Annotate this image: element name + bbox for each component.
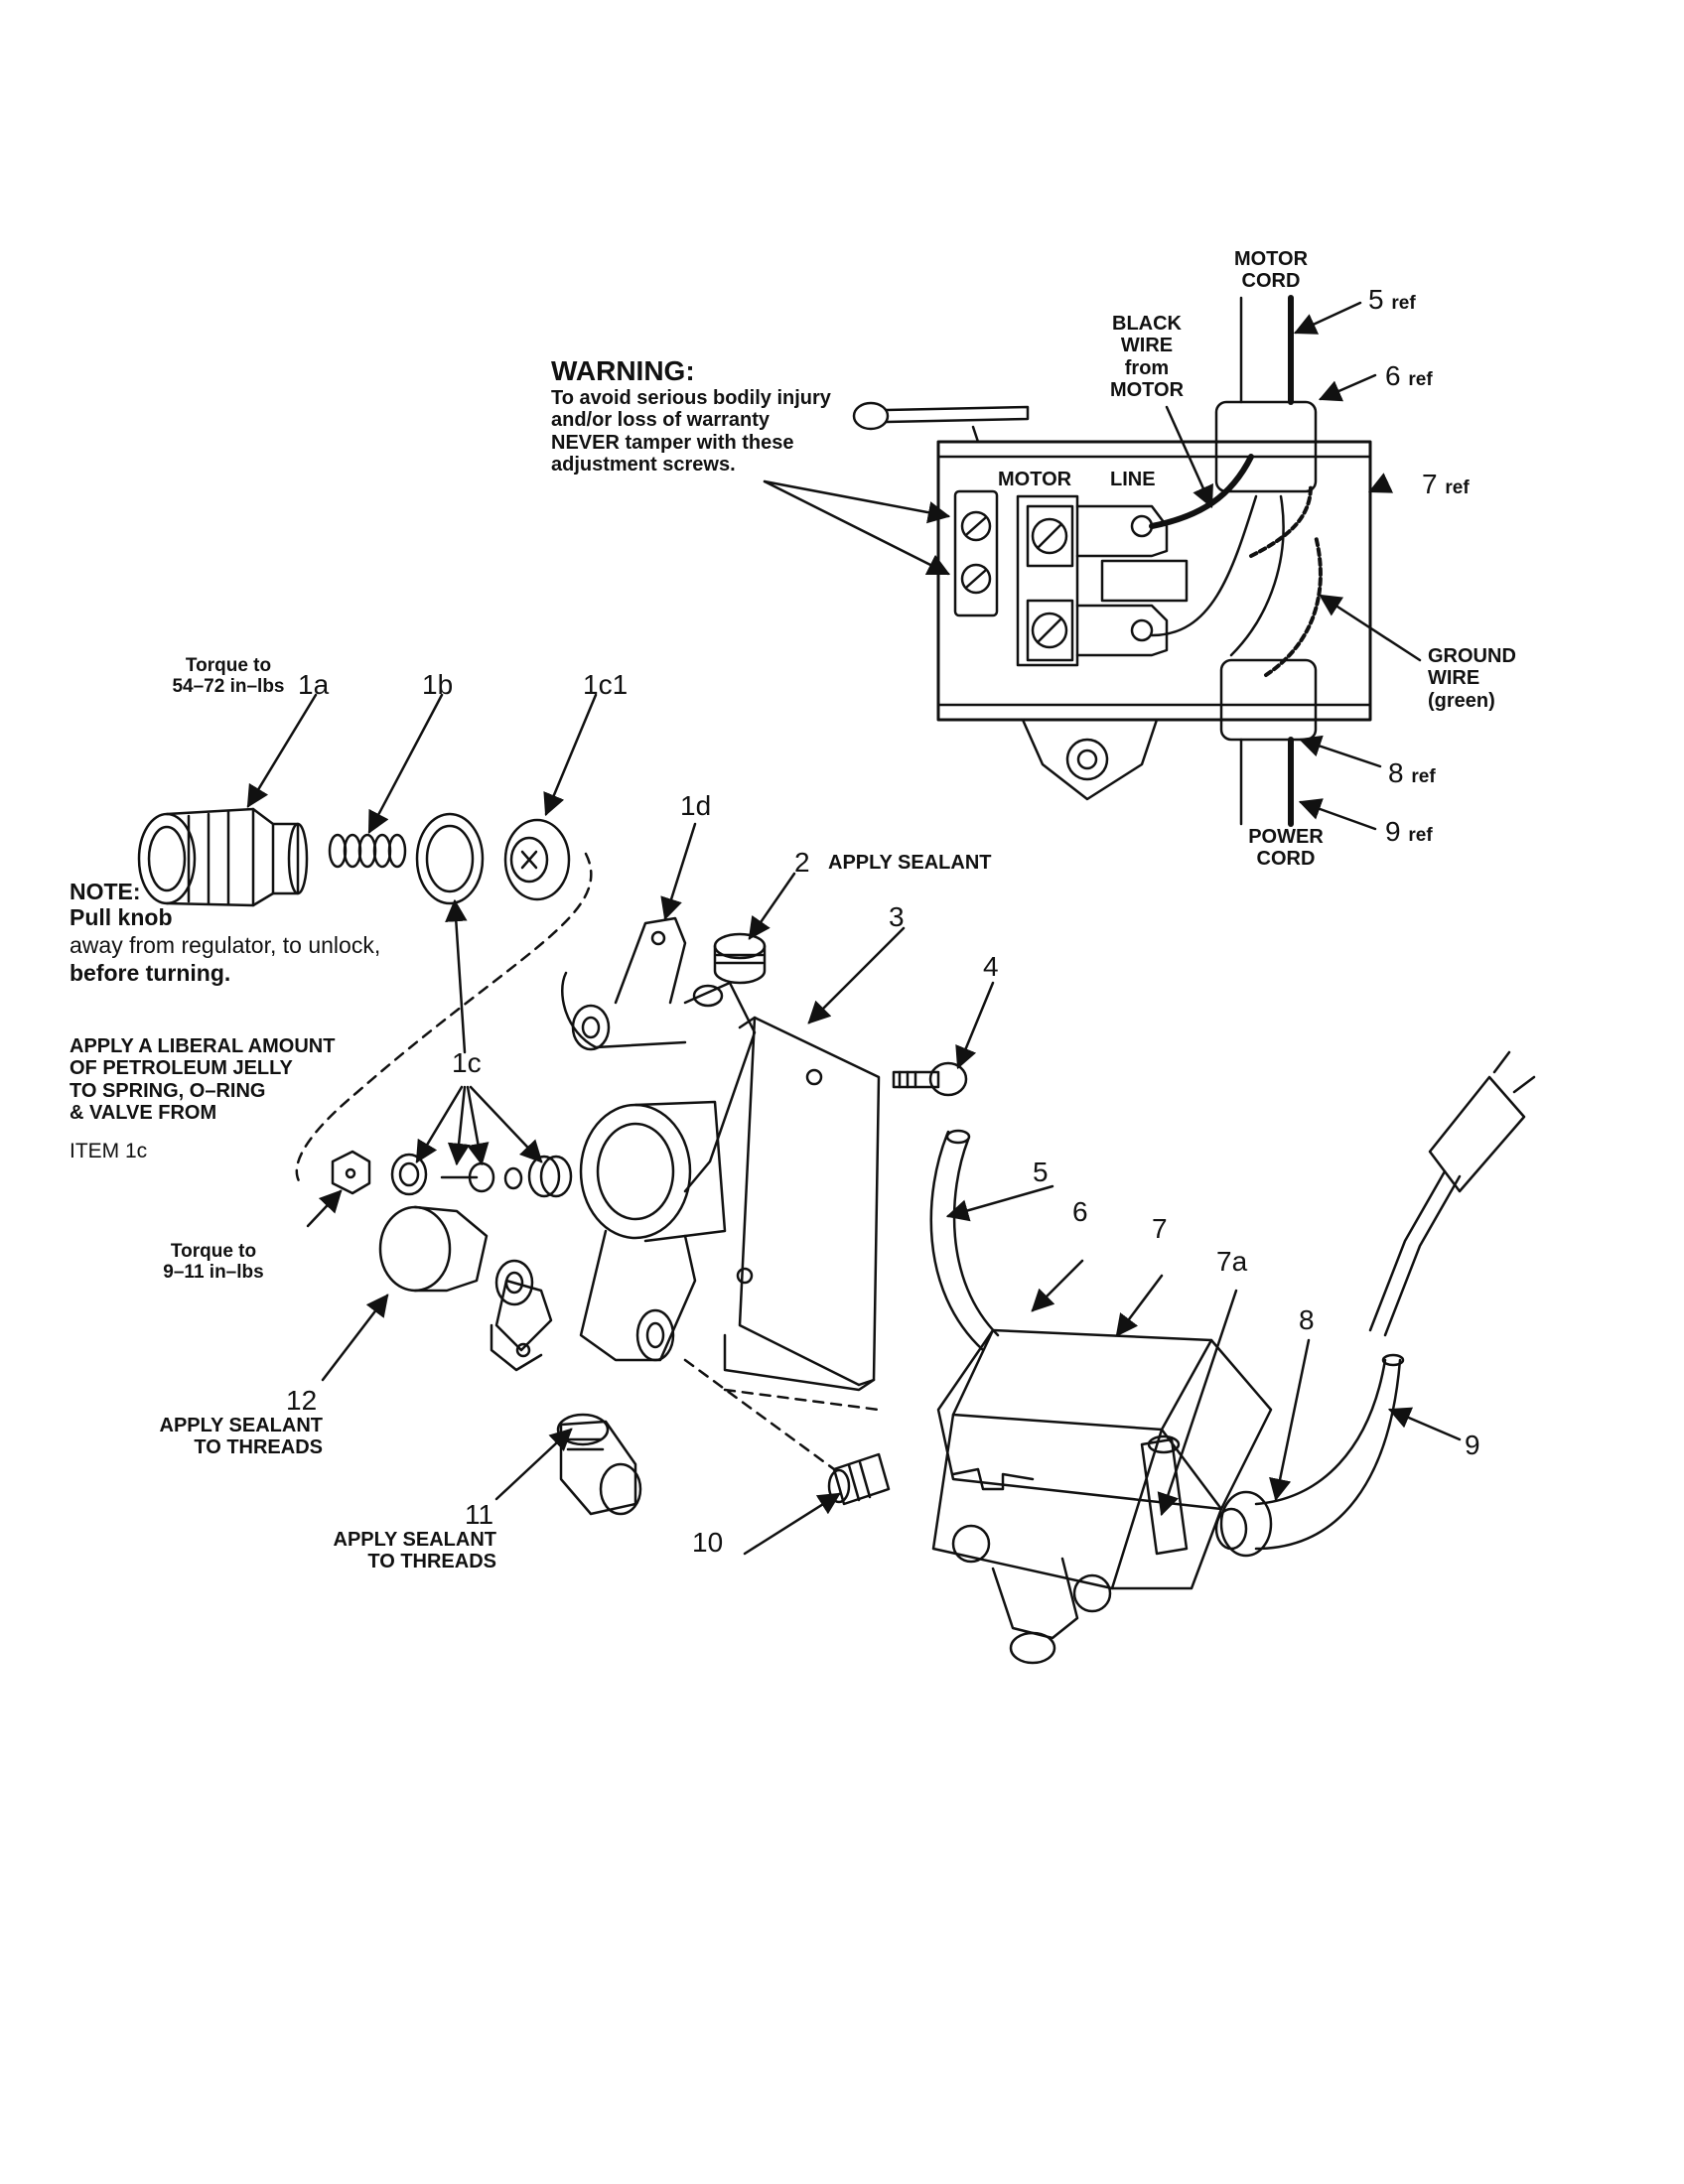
ground-wire-label: GROUND WIRE (green): [1428, 645, 1516, 712]
regulator-valve-1c1: [503, 818, 571, 901]
part-11: 11: [465, 1499, 494, 1530]
pipe-plug-2: [713, 932, 767, 985]
warning-title: WARNING:: [551, 355, 695, 386]
regulator-spring: [328, 833, 407, 869]
line-terminal-label: LINE: [1110, 469, 1156, 490]
tube-5: [929, 1130, 1000, 1352]
part-8: 8: [1299, 1304, 1315, 1335]
part-2: 2: [794, 847, 810, 878]
regulator-knob: [137, 807, 309, 907]
part-10: 10: [692, 1527, 724, 1558]
dashed-assembly-path: [295, 852, 593, 1188]
screw-4: [892, 1061, 968, 1097]
ref-9: 9 ref: [1385, 816, 1433, 847]
regulator-o-ring: [415, 812, 485, 905]
pressure-switch-box: [852, 295, 1372, 827]
small-parts-1c: [331, 1150, 573, 1198]
note-line-3: before turning.: [70, 960, 231, 986]
strain-relief-nut-8: [1214, 1490, 1273, 1558]
ref-5: 5 ref: [1368, 284, 1416, 315]
torque-small-label: Torque to 9–11 in–lbs: [163, 1241, 264, 1284]
warning-text: To avoid serious bodily injury and/or lo…: [551, 387, 831, 477]
part-7a: 7a: [1216, 1246, 1248, 1277]
note-title: NOTE:: [70, 879, 141, 904]
note-line-2: away from regulator, to unlock,: [70, 932, 381, 958]
part-1b: 1b: [422, 669, 454, 700]
power-cord-9: [1254, 1358, 1402, 1551]
part-1a: 1a: [298, 669, 330, 700]
mounting-bracket-3: [723, 1016, 881, 1392]
part-5: 5: [1033, 1157, 1049, 1187]
part-1c1: 1c1: [583, 669, 629, 700]
part-7: 7: [1152, 1213, 1168, 1244]
ref-6: 6 ref: [1385, 360, 1433, 391]
part-12-note: APPLY SEALANT TO THREADS: [159, 1415, 323, 1459]
motor-terminal-label: MOTOR: [998, 469, 1072, 490]
part-1d: 1d: [680, 790, 712, 821]
part-4: 4: [983, 951, 999, 982]
part-11-note: APPLY SEALANT TO THREADS: [333, 1529, 496, 1573]
gauge-12: [378, 1205, 489, 1293]
part-9: 9: [1465, 1430, 1480, 1460]
part-2-note: APPLY SEALANT: [828, 852, 992, 874]
torque-1a-label: Torque to 54–72 in–lbs: [172, 655, 285, 698]
petroleum-item-ref: ITEM 1c: [70, 1140, 148, 1162]
power-plug: [1428, 1050, 1536, 1193]
part-6: 6: [1072, 1196, 1088, 1227]
petroleum-jelly-note: APPLY A LIBERAL AMOUNT OF PETROLEUM JELL…: [70, 1035, 336, 1125]
power-cord-label: POWER CORD: [1248, 826, 1324, 871]
lower-leaders: [246, 693, 1462, 1556]
switch-box-leaders: [763, 301, 1422, 831]
ref-8: 8 ref: [1388, 757, 1436, 788]
nipple-10: [827, 1452, 891, 1506]
part-12: 12: [286, 1385, 318, 1416]
regulator-body: [490, 916, 757, 1372]
motor-cord-label: MOTOR CORD: [1233, 248, 1309, 293]
part-3: 3: [889, 901, 905, 932]
black-wire-label: BLACK WIRE from MOTOR: [1109, 313, 1185, 402]
ref-7: 7 ref: [1422, 469, 1470, 499]
pressure-switch-7: [931, 1328, 1273, 1665]
part-1c: 1c: [452, 1047, 482, 1078]
note-line-1: Pull knob: [70, 904, 173, 930]
